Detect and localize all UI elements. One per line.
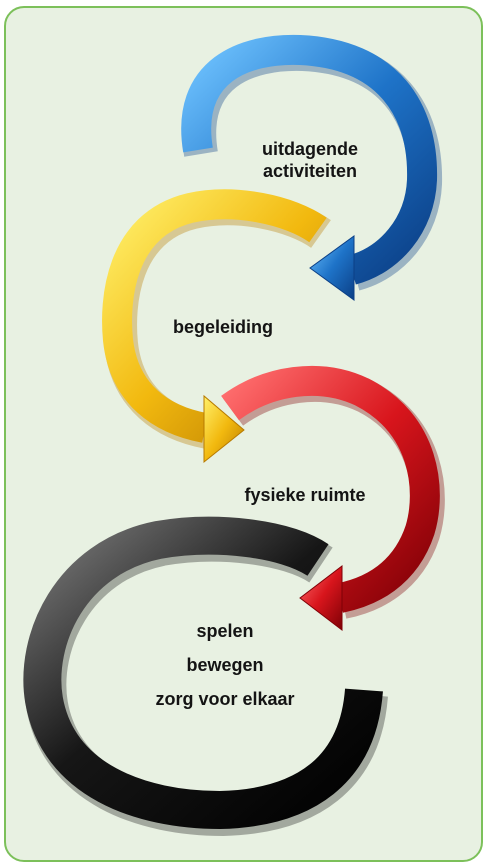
label-line: spelen — [196, 621, 254, 641]
label-blue-step: uitdagende activiteiten — [245, 138, 375, 182]
label-line: zorg voor elkaar — [155, 689, 295, 709]
label-line: uitdagende — [261, 139, 358, 159]
black-ring — [23, 516, 388, 837]
red-arrow — [221, 365, 445, 632]
label-line: fysieke ruimte — [244, 485, 366, 505]
label-yellow-step: begeleiding — [158, 316, 288, 338]
blue-arrow — [181, 34, 443, 301]
label-line: begeleiding — [172, 317, 273, 337]
label-black-step: spelen bewegen zorg voor elkaar — [140, 614, 310, 716]
label-line: activiteiten — [262, 161, 358, 181]
label-line: bewegen — [186, 655, 264, 675]
yellow-arrow — [102, 189, 331, 464]
label-red-step: fysieke ruimte — [230, 484, 380, 506]
